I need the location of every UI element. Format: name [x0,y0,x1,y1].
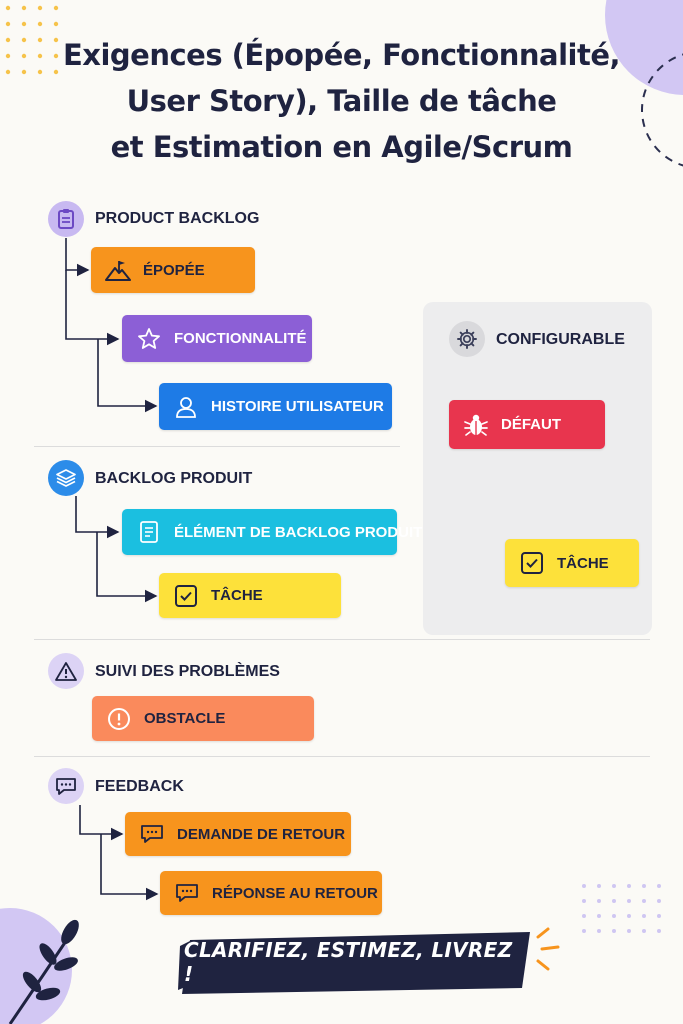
box-label: ÉPOPÉE [143,261,205,279]
box-element-backlog-produit[interactable]: ÉLÉMENT DE BACKLOG PRODUIT [122,509,422,555]
slogan-text: CLARIFIEZ, ESTIMEZ, LIVREZ ! [184,938,513,986]
document-icon [136,519,162,545]
bug-icon [463,412,489,438]
user-icon [173,394,199,420]
section-label-configurable: CONFIGURABLE [496,331,625,348]
box-label: HISTOIRE UTILISATEUR [211,398,384,415]
box-epopee[interactable]: ÉPOPÉE [91,247,255,293]
box-fonctionnalite[interactable]: FONCTIONNALITÉ [122,315,312,362]
chat-icon [48,768,84,804]
box-label: ÉLÉMENT DE BACKLOG PRODUIT [174,523,423,541]
warning-icon [48,653,84,689]
alert-circle-icon [106,706,132,732]
divider [34,639,650,640]
box-label: TÂCHE [211,587,263,604]
star-icon [136,326,162,352]
section-label-product-backlog: PRODUCT BACKLOG [95,210,260,227]
section-label-feedback: FEEDBACK [95,778,184,795]
section-label-backlog-produit: BACKLOG PRODUIT [95,470,253,487]
box-tache[interactable]: TÂCHE [159,573,341,618]
title-line-2: User Story), Taille de tâche [126,84,557,118]
title-line-1: Exigences (Épopée, Fonctionnalité, [62,38,621,72]
section-label-suivi-des-problemes: SUIVI DES PROBLÈMES [95,663,280,680]
title-line-3: et Estimation en Agile/Scrum [110,130,573,164]
chat-icon [174,880,200,906]
divider [34,446,400,447]
layers-icon [48,460,84,496]
box-defaut[interactable]: DÉFAUT [449,400,605,449]
sparkle-lines [536,927,560,971]
page-title: Exigences (Épopée, Fonctionnalité, User … [0,32,683,170]
box-obstacle[interactable]: OBSTACLE [92,696,314,741]
slogan-brush-background [178,932,530,994]
gear-icon [449,321,485,357]
divider [34,756,650,757]
circle-decoration-top-right [605,0,683,167]
box-tache-configurable[interactable]: TÂCHE [505,539,639,587]
chat-icon [139,821,165,847]
box-label: DÉFAUT [501,416,561,433]
box-label: OBSTACLE [144,710,226,727]
dot-grid-top-left [5,5,59,75]
dot-grid-bottom-right [582,884,661,933]
box-label: RÉPONSE AU RETOUR [212,884,378,902]
box-histoire-utilisateur[interactable]: HISTOIRE UTILISATEUR [159,383,392,430]
box-label: DEMANDE DE RETOUR [177,825,346,843]
leaf-decoration-bottom-left [0,908,79,1024]
box-label: FONCTIONNALITÉ [174,330,307,347]
box-label: TÂCHE [557,554,609,572]
clipboard-icon [48,201,84,237]
checkbox-icon [519,550,545,576]
checkbox-icon [173,583,199,609]
box-demande-de-retour[interactable]: DEMANDE DE RETOUR [125,812,351,856]
mountain-flag-icon [105,257,131,283]
box-reponse-au-retour[interactable]: RÉPONSE AU RETOUR [160,871,382,915]
